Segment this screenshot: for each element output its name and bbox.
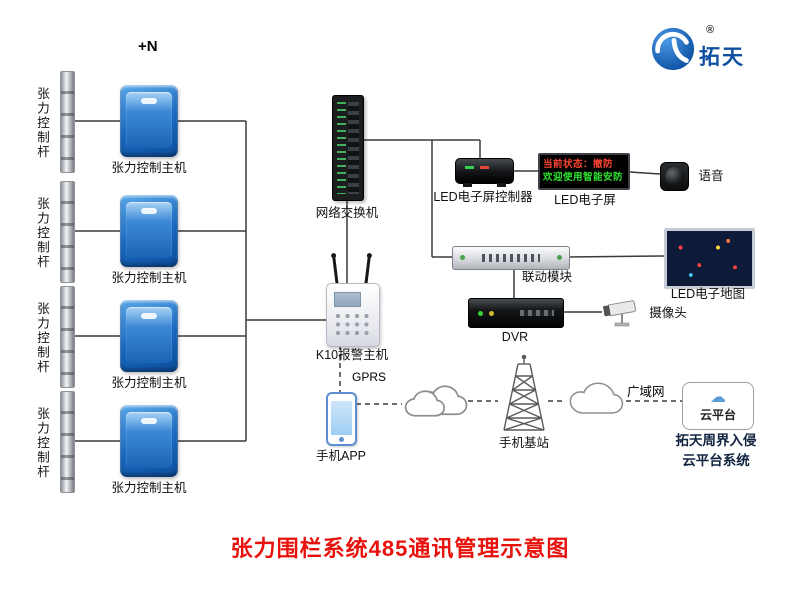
led-map-icon [664, 228, 755, 289]
camera-icon [602, 300, 636, 327]
k10-alarm-host-icon [326, 255, 380, 347]
led-screen-text-line1: 当前状态：撤防 [543, 158, 614, 170]
phone-app-label: 手机APP [315, 449, 366, 463]
host-label: 张力控制主机 [111, 271, 187, 285]
cloud-icon: ☁ [710, 388, 726, 406]
cloud-system-name-line1: 拓天周界入侵 [675, 433, 757, 448]
speaker-icon [660, 162, 689, 191]
tension-host-icon [120, 85, 178, 157]
pole-label: 张力控制杆 [35, 406, 49, 480]
led-screen-label: LED电子屏 [554, 193, 616, 207]
k10-lcd [334, 292, 361, 307]
tension-pole-icon [60, 391, 75, 493]
led-screen-icon: 当前状态：撤防 欢迎使用智能安防 [538, 153, 630, 190]
cloud-platform-box: ☁ 云平台 [682, 382, 754, 430]
pole-label: 张力控制杆 [35, 301, 49, 375]
k10-keypad [334, 312, 372, 338]
led-screen-text-line2: 欢迎使用智能安防 [543, 171, 624, 183]
cloud-system-name: 拓天周界入侵 云平台系统 [660, 431, 772, 470]
solid-links [75, 120, 665, 442]
led-map-label: LED电子地图 [670, 287, 746, 301]
gprs-label: GPRS [352, 370, 387, 384]
tension-pole-icon [60, 71, 75, 173]
cloud-system-name-line2: 云平台系统 [682, 452, 750, 468]
tension-host-icon [120, 300, 178, 372]
plus-n-annotation: +N [138, 38, 158, 55]
camera-label: 摄像头 [649, 306, 687, 320]
led-controller-label: LED电子屏控制器 [433, 190, 533, 204]
registered-mark: ® [706, 24, 715, 36]
antenna-icon [364, 255, 371, 287]
tension-pole-icon [60, 286, 75, 388]
pole-label: 张力控制杆 [35, 196, 49, 270]
network-switch-icon [332, 95, 364, 201]
cell-tower-icon [503, 354, 545, 431]
brand-name: 拓天 [699, 46, 745, 69]
smartphone-icon [326, 392, 357, 446]
host-label: 张力控制主机 [111, 481, 187, 495]
linkage-label: 联动模块 [521, 270, 572, 284]
cloud-icon [569, 382, 624, 414]
linkage-module-icon [452, 246, 570, 270]
k10-body [326, 283, 380, 347]
base-station-label: 手机基站 [498, 436, 549, 450]
dvr-label: DVR [501, 330, 529, 344]
tension-pole-icon [60, 181, 75, 283]
dvr-icon [468, 298, 564, 328]
host-label: 张力控制主机 [111, 376, 187, 390]
pole-label: 张力控制杆 [35, 86, 49, 160]
voice-label: 语音 [698, 169, 724, 183]
brand-logo-icon [651, 27, 695, 71]
wan-label: 广域网 [627, 385, 665, 399]
tension-host-icon [120, 405, 178, 477]
k10-label: K10报警主机 [315, 348, 389, 362]
tension-host-icon [120, 195, 178, 267]
antenna-icon [332, 255, 339, 287]
dashed-links [339, 345, 682, 405]
diagram-title: 张力围栏系统485通讯管理示意图 [230, 536, 570, 561]
cloud-platform-label: 云平台 [699, 407, 736, 422]
host-label: 张力控制主机 [111, 161, 187, 175]
led-controller-icon [455, 158, 514, 187]
cloud-icon [404, 385, 468, 417]
switch-label: 网络交换机 [315, 206, 379, 220]
